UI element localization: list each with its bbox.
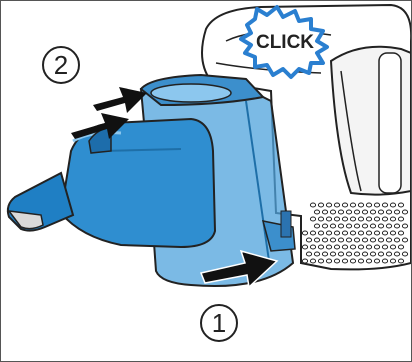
crevice-nozzle — [8, 119, 215, 247]
step-2-label: 2 — [54, 50, 68, 80]
click-label: CLICK — [256, 32, 314, 53]
step-2-marker: 2 — [43, 47, 79, 83]
step-1-label: 1 — [212, 308, 226, 338]
step-1-marker: 1 — [201, 305, 237, 341]
